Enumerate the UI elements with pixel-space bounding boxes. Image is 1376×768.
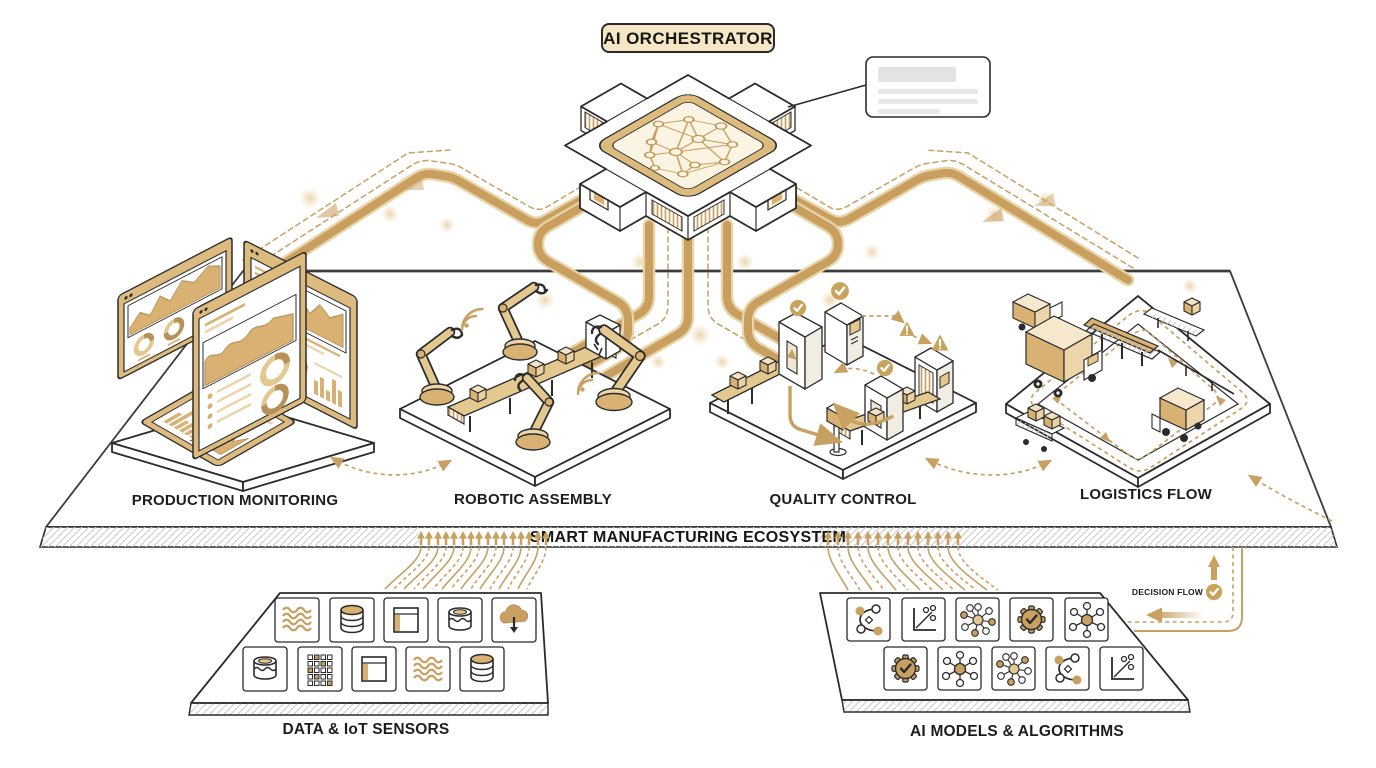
ai-orchestrator-chip	[564, 74, 812, 241]
ribbon-flow-arrows	[316, 178, 1056, 222]
ecosystem-label: SMART MANUFACTURING ECOSYSTEM	[530, 529, 846, 546]
check-icon	[1204, 582, 1224, 602]
station-quality-control	[709, 280, 977, 480]
station-label-quality-control: QUALITY CONTROL	[770, 491, 917, 508]
tile-gear-check	[1009, 597, 1054, 642]
check-icon	[788, 298, 808, 318]
tile-neural-cluster	[955, 597, 1000, 642]
tile-flow-path	[846, 597, 891, 642]
card-placeholder-line	[878, 99, 978, 104]
tile-waves	[274, 597, 320, 643]
tile-hub-network	[1064, 597, 1109, 642]
decision-left-arrow	[1146, 607, 1204, 623]
tile-scatter-chart	[901, 597, 946, 642]
station-production-monitoring	[111, 237, 375, 492]
route-loop-inner	[1057, 329, 1219, 460]
ai-models-platform	[819, 592, 1191, 713]
qc-scanner-gate-4	[836, 375, 942, 445]
truck-bottom-right	[1151, 387, 1206, 442]
tile-database	[459, 646, 505, 692]
callout-card	[787, 56, 991, 118]
dashboard-monitor-left	[117, 237, 233, 380]
decision-flow-label: DECISION FLOW	[1132, 587, 1204, 597]
orchestrator-label-box: AI ORCHESTRATOR	[601, 23, 775, 53]
tile-database	[329, 597, 375, 643]
card-placeholder-line	[878, 109, 940, 114]
tile-panel	[383, 597, 429, 643]
tile-cloud-download	[491, 597, 537, 643]
orchestrator-ribbons	[242, 149, 1198, 387]
tile-neural-cluster	[991, 646, 1036, 691]
data-up-arrows-left	[384, 531, 550, 590]
neural-network-icon	[643, 116, 739, 178]
tile-scatter-chart	[1099, 646, 1144, 691]
robot-arm-1	[415, 326, 464, 406]
robot-arm-2	[497, 281, 549, 361]
robot-arm-3	[513, 372, 555, 451]
decision-flow: DECISION FLOW	[1127, 547, 1243, 632]
station-label-production-monitoring: PRODUCTION MONITORING	[132, 492, 338, 509]
route-loop-outer	[1030, 309, 1248, 472]
truck-large-center	[1024, 315, 1103, 398]
tile-hub-network	[937, 646, 982, 691]
card-placeholder-line	[878, 89, 978, 94]
tile-panel	[351, 646, 397, 692]
tile-waves	[405, 646, 451, 692]
card-placeholder-block	[878, 67, 956, 82]
tile-flow-path	[1045, 646, 1090, 691]
station-label-logistics-flow: LOGISTICS FLOW	[1080, 486, 1213, 503]
qc-scanner-gate-2	[824, 302, 864, 367]
check-icon	[875, 358, 895, 378]
tile-chip-grid	[297, 646, 343, 692]
tile-gear-check	[883, 646, 928, 691]
station-logistics-flow	[1005, 293, 1271, 488]
tile-bucket-wave	[437, 597, 483, 643]
qc-scanner-gate-1	[778, 312, 823, 391]
dashboard-monitor-front	[192, 251, 307, 460]
orchestrator-label: AI ORCHESTRATOR	[603, 29, 773, 48]
logistics-conveyor-bridge	[1082, 317, 1235, 395]
station-robotic-assembly	[399, 281, 671, 487]
ecosystem-bar: SMART MANUFACTURING ECOSYSTEM	[38, 526, 1339, 548]
logistics-conveyor-small	[1142, 297, 1206, 341]
station-label-robotic-assembly: ROBOTIC ASSEMBLY	[454, 491, 612, 508]
check-icon	[829, 280, 851, 302]
agv-cart	[1014, 403, 1066, 452]
decision-up-arrow	[1208, 555, 1220, 580]
inter-station-arrows	[329, 456, 1333, 522]
data-up-arrows-right	[824, 531, 999, 591]
chip-neural-pad	[598, 94, 778, 197]
tile-bucket-wave	[242, 646, 288, 692]
robot-arm-4	[590, 324, 646, 412]
data-iot-platform	[188, 592, 549, 716]
platform-label-data-iot: DATA & IoT SENSORS	[283, 721, 450, 738]
platform-label-ai-models: AI MODELS & ALGORITHMS	[910, 723, 1124, 740]
